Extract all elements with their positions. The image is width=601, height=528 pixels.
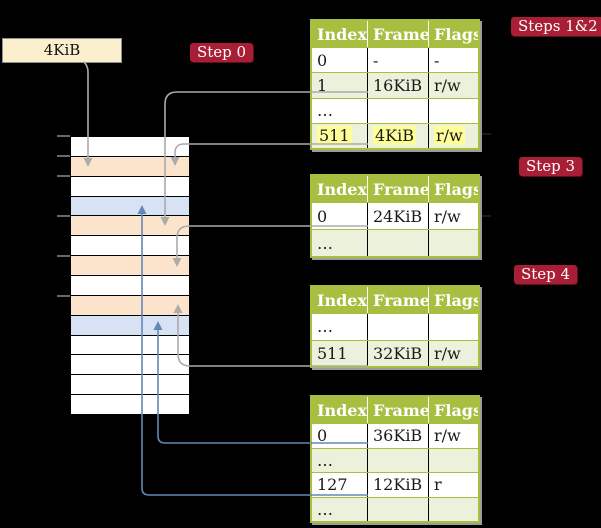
table-cell: - [368, 48, 429, 73]
table-cell: … [312, 98, 368, 123]
memory-frame-page-table [71, 295, 189, 316]
memory-frame-page-table [71, 256, 189, 277]
table-row: … [312, 313, 478, 340]
table-cell: r/w [434, 75, 461, 95]
physical-memory-stack [70, 136, 190, 415]
memory-frame-page-table [71, 216, 189, 237]
header-cell: Flags [434, 179, 478, 199]
table-cell: 12KiB [368, 473, 429, 497]
table-cell [368, 448, 429, 472]
badge-steps-1-2: Steps 1&2 [511, 17, 601, 36]
table-cell: 1 [312, 73, 368, 98]
table-cell: 0 [312, 48, 368, 73]
table-cell: 36KiB [368, 424, 429, 448]
header-cell: Flags [434, 400, 478, 420]
header-cell: Frame [368, 287, 429, 313]
table-cell: … [312, 497, 368, 521]
header-cell: Index [312, 397, 368, 423]
root-frame-label-box: 4KiB [2, 38, 122, 63]
header-cell: Frame [368, 397, 429, 423]
table-cell [429, 498, 478, 522]
table-cell [368, 230, 429, 256]
root-frame-label: 4KiB [43, 41, 81, 59]
table-cell [429, 449, 478, 473]
table-cell: 16KiB [368, 73, 429, 98]
table-cell [429, 314, 478, 340]
badge-step-0: Step 0 [190, 43, 254, 62]
header-cell: Flags [434, 24, 478, 44]
memory-frame-free [71, 276, 189, 296]
highlighted-value: r/w [434, 126, 465, 146]
table-cell: … [312, 448, 368, 472]
table-cell: 32KiB [368, 340, 429, 366]
header-cell: Index [312, 21, 368, 47]
badge-step-4: Step 4 [514, 265, 578, 284]
table-cell: 511 [312, 340, 368, 366]
highlighted-value: 4KiB [373, 126, 417, 146]
table-row: 0-- [312, 47, 478, 73]
table-cell: 24KiB [368, 203, 429, 229]
table-cell: r [434, 475, 442, 495]
table-cell: … [312, 314, 368, 340]
memory-frame-mapped-page [71, 315, 189, 336]
table-cell: r/w [434, 343, 461, 363]
memory-frame-free [71, 395, 189, 415]
memory-frame-free [71, 137, 189, 157]
table-cell: 0 [312, 424, 368, 448]
table-cell: - [434, 50, 440, 70]
header-cell: Flags [434, 290, 478, 310]
table-row: 511 4KiB r/w [312, 122, 478, 148]
memory-frame-free [71, 236, 189, 257]
table-cell: 127 [312, 473, 368, 497]
header-cell: Index [312, 287, 368, 313]
memory-frame-free [71, 355, 189, 376]
memory-frame-mapped-page [71, 196, 189, 217]
table-cell [368, 98, 429, 123]
table-cell [368, 314, 429, 340]
highlighted-value: 511 [317, 126, 352, 146]
table-cell [429, 99, 478, 123]
table-cell: 4KiB [368, 123, 429, 148]
table-row: … [312, 97, 478, 123]
table-row: … [312, 496, 478, 522]
badge-step-3: Step 3 [519, 157, 583, 176]
table-row: … [312, 447, 478, 473]
table-cell: r/w [434, 206, 461, 226]
memory-frame-free [71, 176, 189, 197]
table-row: … [312, 229, 478, 256]
memory-frame-free [71, 375, 189, 396]
table-cell: r/w [429, 124, 478, 148]
table-cell: 511 [312, 123, 368, 148]
table-cell [429, 230, 478, 256]
header-cell: Frame [368, 21, 429, 47]
memory-frame-page-table [71, 156, 189, 177]
table-cell: r/w [434, 426, 461, 446]
table-cell: 0 [312, 203, 368, 229]
table-cell: … [312, 230, 368, 256]
header-cell: Index [312, 176, 368, 202]
table-cell [368, 497, 429, 521]
header-cell: Frame [368, 176, 429, 202]
memory-frame-free [71, 335, 189, 356]
